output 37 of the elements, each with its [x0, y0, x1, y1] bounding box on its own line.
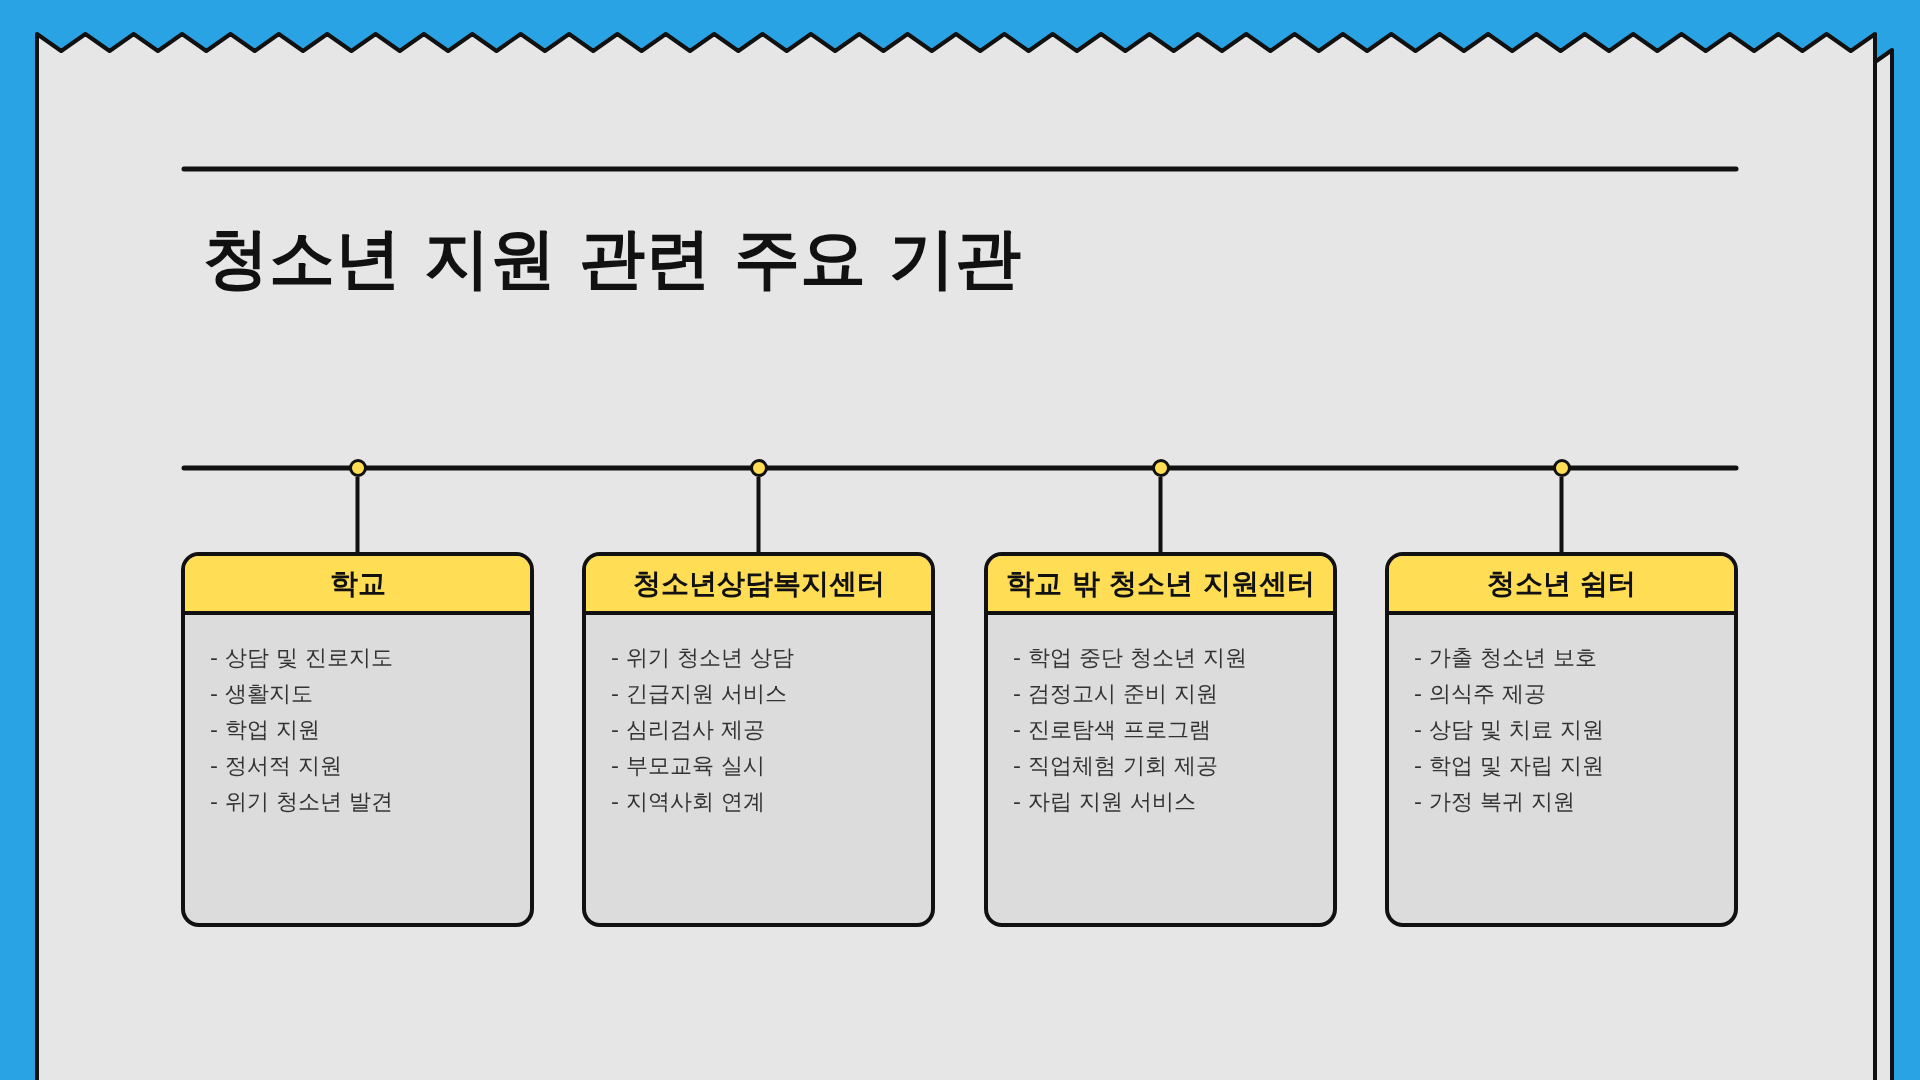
card-title: 청소년상담복지센터 — [632, 566, 885, 601]
list-item: - 부모교육 실시 — [611, 752, 765, 780]
list-item: - 위기 청소년 발견 — [210, 788, 393, 816]
timeline-dot — [348, 459, 367, 477]
connector-line — [756, 477, 761, 552]
timeline-dot — [1151, 459, 1170, 477]
list-item: - 학업 지원 — [210, 716, 320, 744]
list-item: - 검정고시 준비 지원 — [1013, 680, 1218, 708]
list-item: - 정서적 지원 — [210, 752, 342, 780]
page-title: 청소년 지원 관련 주요 기관 — [203, 222, 1021, 296]
info-card — [984, 552, 1337, 927]
list-item: - 학업 및 자립 지원 — [1414, 752, 1604, 780]
list-item: - 자립 지원 서비스 — [1013, 788, 1196, 816]
list-item: - 긴급지원 서비스 — [611, 680, 787, 708]
card-title: 학교 — [329, 566, 386, 601]
list-item: - 지역사회 연계 — [611, 788, 765, 816]
list-item: - 진로탐색 프로그램 — [1013, 716, 1211, 744]
connector-line — [1158, 477, 1163, 552]
info-card — [582, 552, 935, 927]
list-item: - 심리검사 제공 — [611, 716, 765, 744]
list-item: - 학업 중단 청소년 지원 — [1013, 644, 1247, 672]
info-card — [1385, 552, 1738, 927]
card-title: 청소년 쉼터 — [1486, 566, 1637, 601]
list-item: - 상담 및 진로지도 — [210, 644, 393, 672]
list-item: - 가정 복귀 지원 — [1414, 788, 1575, 816]
connector-line — [1559, 477, 1564, 552]
card-title: 학교 밖 청소년 지원센터 — [1005, 566, 1316, 601]
connector-line — [355, 477, 360, 552]
list-item: - 가출 청소년 보호 — [1414, 644, 1597, 672]
info-card — [181, 552, 534, 927]
list-item: - 직업체험 기회 제공 — [1013, 752, 1218, 780]
timeline-dot — [1552, 459, 1571, 477]
list-item: - 생활지도 — [210, 680, 313, 708]
list-item: - 상담 및 치료 지원 — [1414, 716, 1604, 744]
list-item: - 의식주 제공 — [1414, 680, 1546, 708]
list-item: - 위기 청소년 상담 — [611, 644, 794, 672]
timeline-dot — [749, 459, 768, 477]
